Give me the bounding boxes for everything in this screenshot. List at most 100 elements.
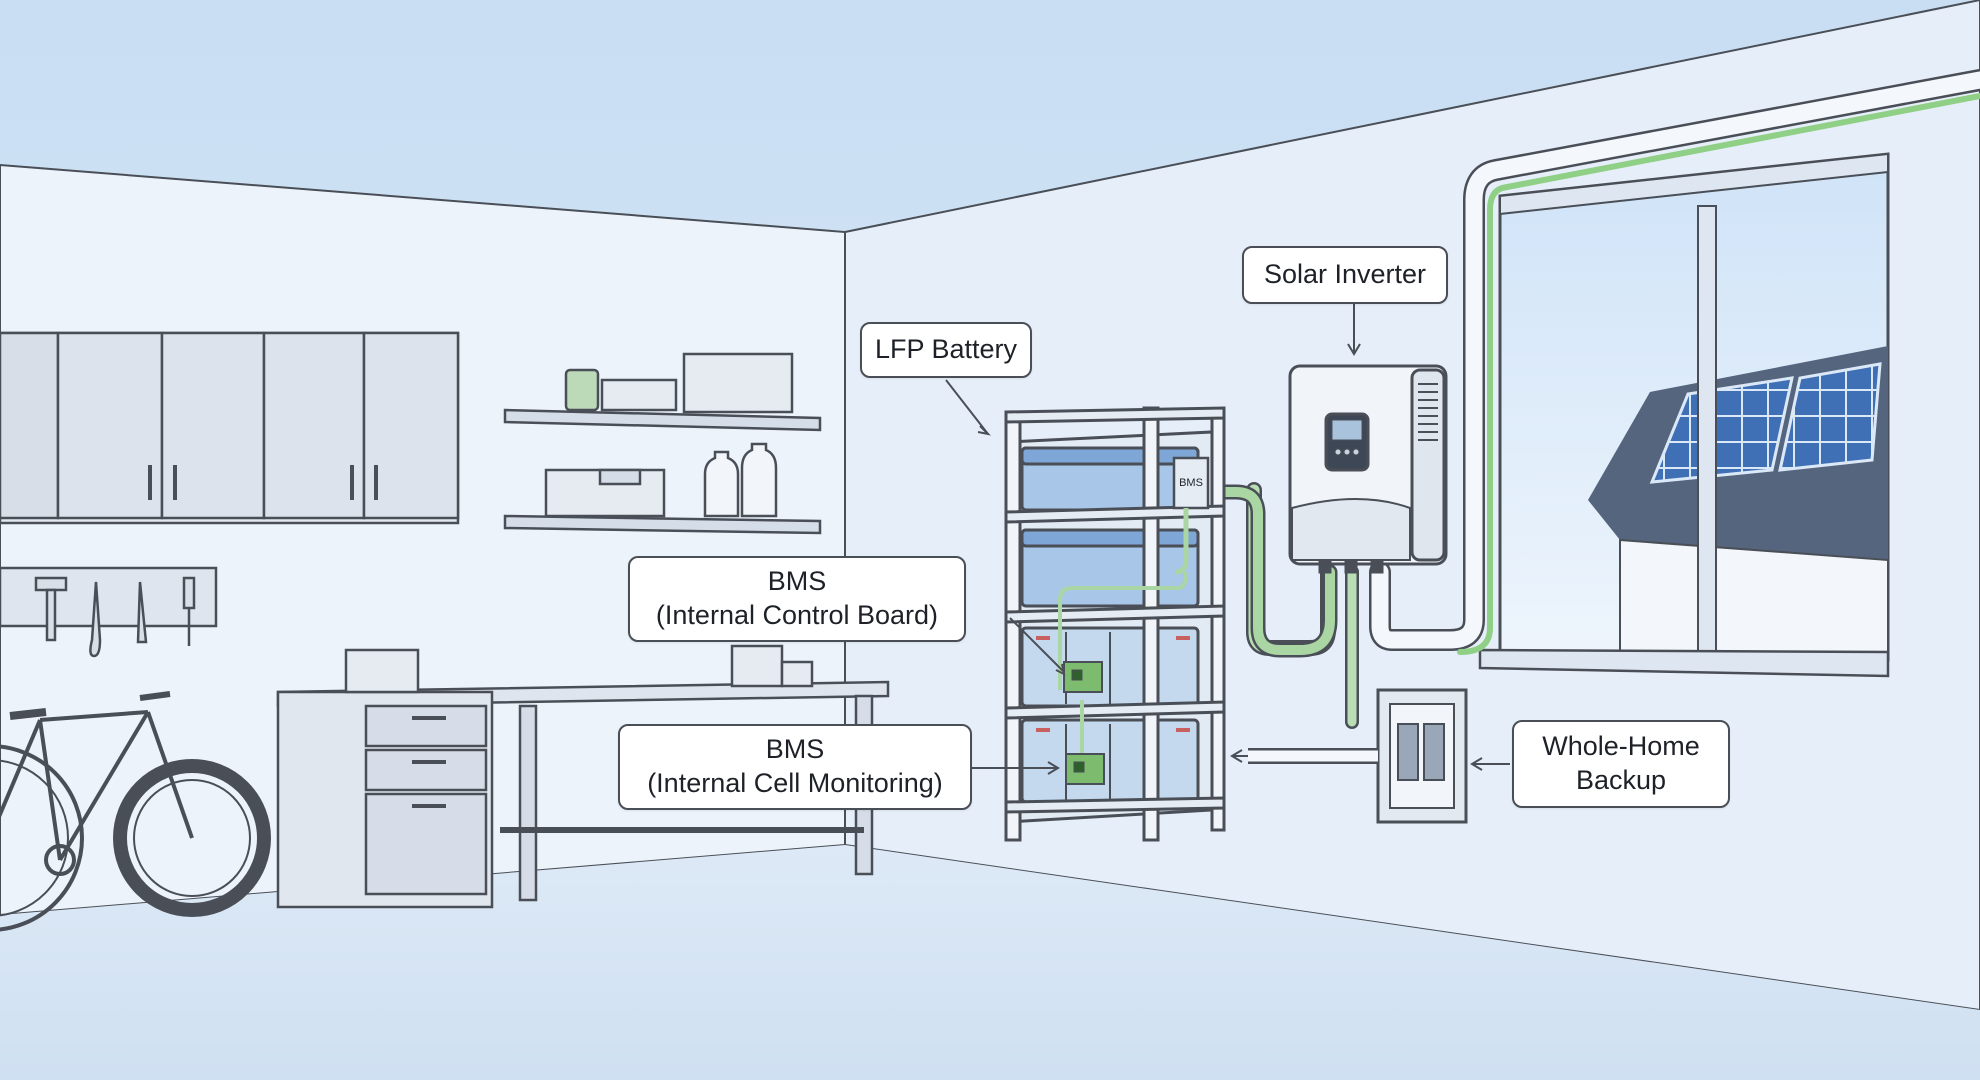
bms-chip <box>1073 761 1085 773</box>
arrowhead-bms-control <box>1055 663 1066 676</box>
label-bms-control-line1: BMS <box>767 566 827 597</box>
battery-inverter-cable <box>1195 487 1335 655</box>
window-frame-top <box>1499 152 1889 216</box>
bike-frame <box>58 710 150 862</box>
tool-rack <box>0 566 218 658</box>
breaker-switch <box>1397 723 1419 781</box>
cabinet-door <box>0 331 60 520</box>
label-bms-control-line2: (Internal Control Board) <box>655 600 939 630</box>
solar-inverter <box>1288 364 1448 574</box>
callout-arrows <box>945 294 1510 775</box>
bike-frame <box>0 719 42 820</box>
bms-wire <box>1058 571 1188 690</box>
bike-frame <box>39 710 149 722</box>
cable-green <box>1457 93 1980 655</box>
wall-cabinets <box>0 331 460 525</box>
bms-wire <box>1175 508 1189 575</box>
breaker-switch <box>1423 723 1445 781</box>
label-backup-line1: Whole-Home <box>1542 731 1700 762</box>
house-wall <box>1619 538 1889 662</box>
shelf-lower <box>503 514 822 535</box>
breaker-panel <box>1376 688 1468 824</box>
wall-shelves <box>503 352 822 535</box>
window-mullion <box>1697 205 1717 657</box>
bicycle <box>0 691 271 932</box>
inverter-button <box>1343 448 1351 456</box>
arrowhead-lfp <box>977 425 992 436</box>
inverter-button <box>1334 448 1342 456</box>
conduit-body <box>1371 71 1980 649</box>
label-bms-cell-monitoring: BMS (Internal Cell Monitoring) <box>618 724 972 810</box>
arrowhead-bms-cell <box>1047 761 1060 775</box>
cabinet-door <box>160 331 266 520</box>
bike-handlebar <box>139 691 171 701</box>
shelf-upper <box>503 408 822 432</box>
rack-post <box>1210 408 1226 832</box>
bench-item <box>730 644 784 688</box>
bms-tag-text: BMS <box>1179 477 1203 489</box>
arrow-bms-control <box>1009 617 1065 673</box>
label-solar-inverter: Solar Inverter <box>1242 246 1448 304</box>
bench-leg <box>518 704 538 902</box>
arrowhead-to-rack <box>1230 749 1243 763</box>
bike-rear-rim <box>0 759 69 917</box>
drawer <box>364 704 488 748</box>
arrowhead-backup <box>1470 757 1483 771</box>
bench-box <box>344 648 420 694</box>
floor <box>0 845 1980 1080</box>
label-bms-cell-line2: (Internal Cell Monitoring) <box>647 768 943 798</box>
rack-shelves <box>1004 406 1226 814</box>
bottle <box>740 442 778 518</box>
bike-frame <box>38 719 62 861</box>
label-lfp-battery-text: LFP Battery <box>874 334 1018 365</box>
solar-panel <box>1649 376 1794 484</box>
inverter-button <box>1352 448 1360 456</box>
solar-panel <box>1778 362 1882 472</box>
label-solar-inverter-text: Solar Inverter <box>1263 259 1427 290</box>
bms-board-upper <box>1063 661 1103 693</box>
box <box>600 378 678 412</box>
workbench <box>276 644 890 909</box>
inverter-side <box>1410 368 1446 562</box>
screwdriver-handle <box>182 576 196 610</box>
battery-lid <box>1020 446 1200 466</box>
inverter-lower-cover <box>1291 498 1411 561</box>
window <box>1478 152 1890 678</box>
bench-item <box>780 660 814 688</box>
drawer <box>364 748 488 792</box>
bike-fork <box>146 711 194 839</box>
window-sill <box>1478 648 1890 678</box>
arrow-lfp <box>945 379 989 435</box>
bike-seat <box>9 708 47 720</box>
cabinet-door <box>362 331 460 520</box>
label-lfp-battery: LFP Battery <box>860 322 1032 378</box>
hammer-head <box>34 576 68 592</box>
bike-rear-wheel <box>0 744 84 932</box>
cabinet-door <box>56 331 164 520</box>
cabinet-door <box>262 331 366 520</box>
label-whole-home-backup: Whole-Home Backup <box>1512 720 1730 808</box>
bms-chip <box>1071 669 1083 681</box>
battery-rack: BMS <box>1004 406 1226 842</box>
cell-terminals <box>1036 636 1190 732</box>
bike-front-tire <box>113 759 271 917</box>
bike-front-rim <box>133 779 251 897</box>
label-bms-control-board: BMS (Internal Control Board) <box>628 556 966 642</box>
label-backup-line2: Backup <box>1575 765 1667 795</box>
label-bms-cell-line1: BMS <box>765 734 825 765</box>
bottle <box>703 450 740 518</box>
wrench <box>136 581 148 644</box>
inverter-port <box>1318 560 1332 574</box>
inverter-vents <box>1418 383 1438 441</box>
jar <box>564 368 600 412</box>
conduits <box>1192 69 1980 729</box>
inverter-port <box>1344 560 1358 574</box>
arrowhead-inverter <box>1347 343 1361 356</box>
inverter-port <box>1370 560 1384 574</box>
wrench <box>89 581 102 658</box>
battery-lid <box>1020 528 1200 548</box>
drawer <box>364 792 488 896</box>
rack-post <box>1142 406 1160 842</box>
storage-box <box>682 352 794 414</box>
